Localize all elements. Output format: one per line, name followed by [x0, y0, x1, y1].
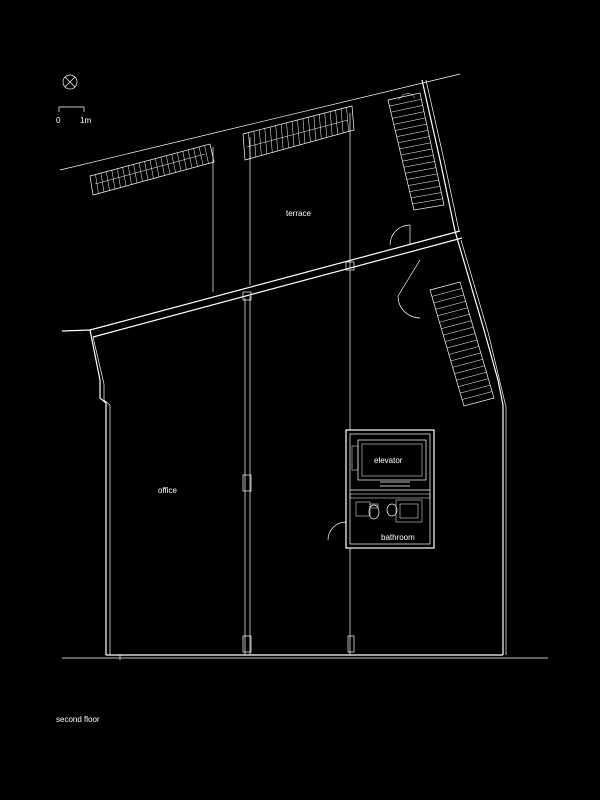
- stair-tread: [446, 339, 478, 349]
- stair-tread: [408, 179, 439, 186]
- stair-tread: [411, 192, 442, 199]
- stair-tread: [412, 198, 443, 205]
- stair-tread: [335, 110, 338, 135]
- stair-tread: [400, 148, 433, 156]
- stair-tread: [117, 168, 121, 188]
- stair-tread: [389, 98, 422, 107]
- room-label-elevator: elevator: [374, 456, 403, 465]
- stair-tread: [133, 164, 138, 184]
- stair-tread: [396, 130, 429, 137]
- stair-tread: [302, 118, 306, 144]
- stair-tread: [433, 294, 464, 304]
- stair-tread: [253, 131, 257, 158]
- stair-tread: [329, 111, 333, 137]
- stair-tread: [319, 114, 322, 140]
- stair-tread: [454, 365, 485, 375]
- stair-tread: [106, 171, 110, 191]
- stair-tread: [182, 151, 187, 170]
- stair-tread: [198, 146, 204, 166]
- stair-tread: [166, 155, 171, 175]
- north-arrow-icon: [62, 74, 78, 90]
- stair-tread: [149, 159, 154, 179]
- stair-tread: [448, 346, 479, 355]
- scale-end-label: 1m: [80, 116, 91, 125]
- stair-tread: [406, 173, 438, 180]
- stair-tread: [297, 119, 300, 146]
- stair-tread: [187, 149, 193, 169]
- stair-tread: [248, 132, 251, 159]
- stair-tread: [450, 352, 481, 362]
- stair-tread: [259, 129, 262, 156]
- stair-tread: [155, 158, 160, 178]
- scale-bar: 0 1m: [56, 106, 91, 125]
- stair-tread: [122, 167, 127, 187]
- stair-tread: [443, 326, 474, 336]
- stair-tread: [138, 162, 143, 182]
- door-swings: [327, 224, 421, 541]
- stair-tread: [445, 333, 476, 342]
- stair-tread: [127, 165, 132, 185]
- stairs-middle: [242, 105, 355, 161]
- stair-tread: [270, 126, 273, 153]
- stair-tread: [275, 125, 278, 152]
- stair-tread: [458, 378, 489, 387]
- stair-tread: [111, 170, 116, 190]
- stair-tread: [177, 152, 182, 172]
- terrace-partitions: [212, 113, 351, 292]
- stair-tread: [435, 301, 466, 310]
- stairs-left: [89, 143, 215, 196]
- room-label-office: office: [158, 486, 178, 495]
- stair-tread: [456, 371, 487, 381]
- stair-tread: [399, 142, 431, 150]
- scale-start-label: 0: [56, 116, 61, 125]
- stair-tread: [144, 161, 149, 181]
- stair-tread: [204, 145, 209, 164]
- stair-tread: [398, 136, 430, 144]
- stair-tread: [460, 384, 491, 394]
- stair-tread: [441, 320, 472, 329]
- office-partitions: [119, 261, 355, 660]
- stair-tread: [439, 313, 470, 323]
- floor-label: second floor: [56, 715, 100, 724]
- stair-tread: [280, 124, 284, 150]
- stair-tread: [160, 157, 165, 176]
- stair-tread: [308, 117, 311, 143]
- outer-walls: [59, 73, 548, 659]
- stair-tread: [409, 186, 441, 192]
- stairs-right-upper: [387, 92, 445, 211]
- stair-tread: [402, 154, 434, 162]
- room-label-terrace: terrace: [286, 209, 311, 218]
- stair-tread: [452, 359, 483, 368]
- stair-tread: [324, 112, 327, 138]
- stair-tread: [431, 288, 462, 297]
- stair-tread: [264, 128, 268, 155]
- stair-tread: [171, 154, 176, 173]
- stair-tread: [286, 122, 289, 149]
- stair-tread: [405, 167, 437, 174]
- stair-tread: [313, 115, 317, 141]
- stair-tread: [393, 117, 426, 125]
- stair-tread: [100, 173, 105, 193]
- room-label-bathroom: bathroom: [381, 533, 415, 542]
- stair-tread: [462, 391, 493, 400]
- stair-tread: [403, 161, 435, 168]
- stair-tread: [390, 105, 423, 113]
- stair-tread: [395, 123, 427, 131]
- stair-tread: [340, 108, 344, 134]
- service-core: [345, 429, 435, 549]
- stair-tread: [437, 307, 468, 317]
- stair-tread: [291, 121, 295, 147]
- stair-tread: [392, 111, 425, 119]
- stairs-right-lower: [429, 281, 495, 407]
- stair-tread: [95, 174, 99, 194]
- stair-tread: [193, 148, 198, 167]
- stair-tread: [346, 107, 349, 132]
